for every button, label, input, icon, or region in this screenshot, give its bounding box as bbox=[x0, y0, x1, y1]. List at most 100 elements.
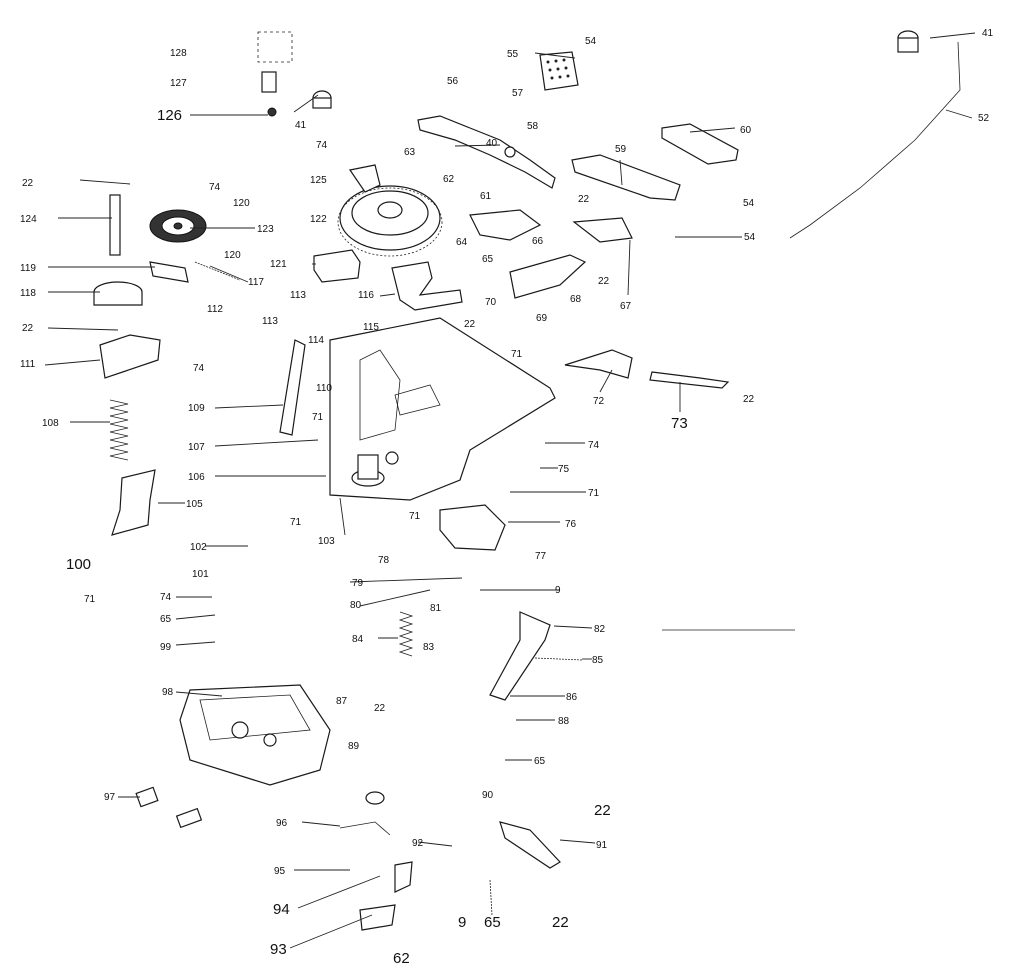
part-label: 108 bbox=[42, 418, 59, 429]
part-label: 116 bbox=[358, 290, 374, 301]
part-label: 120 bbox=[233, 198, 250, 209]
part-labels: 128 127 126 41 41 54 55 56 57 58 52 60 5… bbox=[20, 28, 994, 967]
part-label: 91 bbox=[596, 840, 608, 851]
part-label: 69 bbox=[536, 313, 548, 324]
part-label: 117 bbox=[248, 277, 264, 288]
part-label: 121 bbox=[270, 259, 287, 270]
part-label: 54 bbox=[744, 232, 756, 243]
part-label: 124 bbox=[20, 214, 37, 225]
part-label: 94 bbox=[273, 901, 290, 918]
part-label: 78 bbox=[378, 555, 390, 566]
part-label: 123 bbox=[257, 224, 274, 235]
part-label: 71 bbox=[588, 488, 600, 499]
part-label: 74 bbox=[160, 592, 172, 603]
part-label: 92 bbox=[412, 838, 424, 849]
part-label: 22 bbox=[22, 178, 34, 189]
part-label: 98 bbox=[162, 687, 174, 698]
part-label: 75 bbox=[558, 464, 570, 475]
part-label: 89 bbox=[348, 741, 360, 752]
part-label: 65 bbox=[160, 614, 172, 625]
part-label: 77 bbox=[535, 551, 547, 562]
part-label: 9 bbox=[555, 585, 561, 596]
part-label: 125 bbox=[310, 175, 327, 186]
part-label: 68 bbox=[570, 294, 582, 305]
leader-lines bbox=[44, 32, 976, 949]
part-label: 65 bbox=[482, 254, 494, 265]
part-label: 63 bbox=[404, 147, 416, 158]
part-label: 120 bbox=[224, 250, 241, 261]
part-label: 22 bbox=[598, 276, 610, 287]
part-label: 113 bbox=[290, 290, 306, 301]
part-label: 61 bbox=[480, 191, 492, 202]
part-label: 71 bbox=[290, 517, 302, 528]
part-label: 22 bbox=[374, 703, 386, 714]
part-label: 22 bbox=[578, 194, 590, 205]
part-label: 54 bbox=[585, 36, 597, 47]
part-label: 110 bbox=[316, 383, 332, 394]
part-label: 62 bbox=[443, 174, 455, 185]
part-label: 84 bbox=[352, 634, 364, 645]
part-label: 114 bbox=[308, 335, 324, 346]
part-label: 96 bbox=[276, 818, 288, 829]
part-label: 107 bbox=[188, 442, 205, 453]
part-label: 97 bbox=[104, 792, 116, 803]
part-label: 70 bbox=[485, 297, 497, 308]
part-label: 127 bbox=[170, 78, 187, 89]
part-label: 66 bbox=[532, 236, 544, 247]
part-label: 65 bbox=[484, 914, 501, 931]
part-label: 22 bbox=[594, 802, 611, 819]
part-label: 22 bbox=[22, 323, 34, 334]
parts-artwork bbox=[93, 30, 961, 931]
part-label: 85 bbox=[592, 655, 604, 666]
part-label: 99 bbox=[160, 642, 172, 653]
part-label: 22 bbox=[552, 914, 569, 931]
part-label: 106 bbox=[188, 472, 205, 483]
part-label: 126 bbox=[157, 107, 182, 124]
part-label: 71 bbox=[511, 349, 523, 360]
part-label: 74 bbox=[193, 363, 205, 374]
part-label: 74 bbox=[588, 440, 600, 451]
part-label: 56 bbox=[447, 76, 459, 87]
part-label: 113 bbox=[262, 316, 278, 327]
part-label: 60 bbox=[740, 125, 752, 136]
part-label: 111 bbox=[20, 359, 36, 370]
part-label: 52 bbox=[978, 113, 990, 124]
part-label: 118 bbox=[20, 288, 36, 299]
part-label: 115 bbox=[363, 322, 379, 333]
part-label: 76 bbox=[565, 519, 577, 530]
part-label: 57 bbox=[512, 88, 524, 99]
part-label: 22 bbox=[743, 394, 755, 405]
part-label: 55 bbox=[507, 49, 519, 60]
part-label: 105 bbox=[186, 499, 203, 510]
part-label: 74 bbox=[316, 140, 328, 151]
part-label: 67 bbox=[620, 301, 632, 312]
part-label: 102 bbox=[190, 542, 207, 553]
part-label: 81 bbox=[430, 603, 442, 614]
part-label: 41 bbox=[982, 28, 994, 39]
part-label: 90 bbox=[482, 790, 494, 801]
part-label: 22 bbox=[464, 319, 476, 330]
part-label: 74 bbox=[209, 182, 221, 193]
part-label: 83 bbox=[423, 642, 435, 653]
part-label: 112 bbox=[207, 304, 223, 315]
part-label: 54 bbox=[743, 198, 755, 209]
part-label: 93 bbox=[270, 941, 287, 958]
part-label: 80 bbox=[350, 600, 362, 611]
part-label: 41 bbox=[295, 120, 307, 131]
part-label: 71 bbox=[84, 594, 96, 605]
part-label: 71 bbox=[312, 412, 324, 423]
part-label: 87 bbox=[336, 696, 348, 707]
part-label: 79 bbox=[352, 578, 364, 589]
part-label: 122 bbox=[310, 214, 327, 225]
part-label: 62 bbox=[393, 950, 410, 967]
part-label: 119 bbox=[20, 263, 36, 274]
part-label: 64 bbox=[456, 237, 468, 248]
part-label: 86 bbox=[566, 692, 578, 703]
part-label: 103 bbox=[318, 536, 335, 547]
part-label: 109 bbox=[188, 403, 205, 414]
part-label: 128 bbox=[170, 48, 187, 59]
part-label: 100 bbox=[66, 556, 91, 573]
part-label: 73 bbox=[671, 415, 688, 432]
part-label: 59 bbox=[615, 144, 627, 155]
